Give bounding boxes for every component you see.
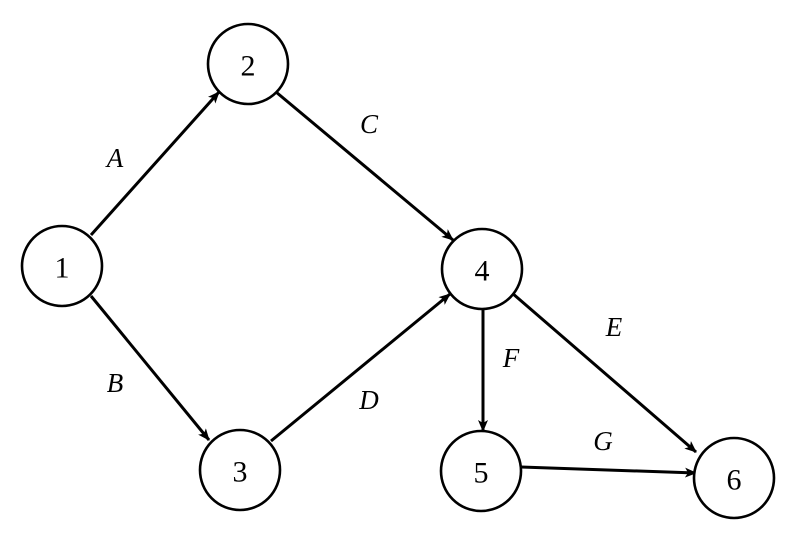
node-6-label: 6 [727,464,742,497]
edge-f-label: F [502,343,520,373]
node-1-circle [20,224,104,308]
node-5: 5 [439,429,523,513]
node-6-circle [692,436,776,520]
node-3-circle [198,428,282,512]
edge-b-arrow [89,295,211,441]
node-1-label: 1 [55,252,70,285]
node-4: 4 [440,227,524,311]
edge-g-label: G [593,426,613,456]
edge-c-label: C [360,109,379,139]
node-2: 2 [206,22,290,106]
edge-d-label: D [358,385,379,415]
node-3: 3 [198,428,282,512]
node-2-label: 2 [241,50,256,83]
node-4-circle [440,227,524,311]
edge-labels: A B C D E F G [105,109,623,456]
edge-c-arrow [275,90,454,242]
edge-g-arrow [520,465,697,478]
edge-e-arrow [511,291,697,454]
edge-a-label: A [105,143,124,173]
edge-b-label: B [107,368,124,398]
node-2-circle [206,22,290,106]
node-5-circle [439,429,523,513]
edge-a-arrow [89,90,221,237]
edge-e-label: E [605,312,623,342]
node-4-label: 4 [475,255,490,288]
node-1: 1 [20,224,104,308]
node-3-label: 3 [233,456,248,489]
node-5-label: 5 [474,457,489,490]
edges [89,90,697,478]
edge-d-arrow [270,292,451,443]
node-6: 6 [692,436,776,520]
